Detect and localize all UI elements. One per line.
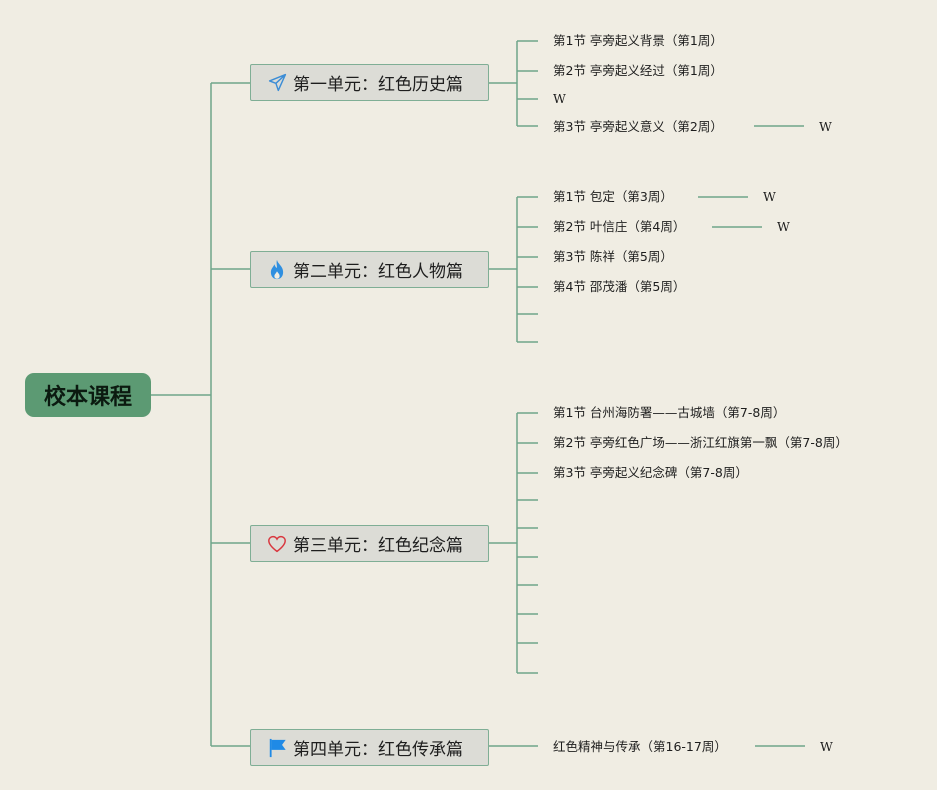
unit-node-1[interactable]: 第一单元：红色历史篇 [250,64,489,101]
section-tag[interactable]: W [763,189,776,204]
section-item[interactable]: 第2节 叶信庄（第4周） [553,219,686,234]
section-item[interactable]: 红色精神与传承（第16-17周） [553,739,727,754]
unit-label: 第二单元：红色人物篇 [293,262,463,282]
section-item[interactable]: 第1节 亭旁起义背景（第1周） [553,33,723,48]
section-item[interactable]: 第3节 亭旁起义意义（第2周） [553,119,723,134]
root-node[interactable]: 校本课程 [25,373,151,417]
section-item[interactable]: W [553,91,566,106]
unit-label: 第三单元：红色纪念篇 [293,536,463,556]
unit-label: 第一单元：红色历史篇 [293,75,463,95]
section-tag[interactable]: W [820,739,833,754]
section-item[interactable]: 第4节 邵茂潘（第5周） [553,279,686,294]
unit-node-4[interactable]: 第四单元：红色传承篇 [250,729,489,766]
unit-label: 第四单元：红色传承篇 [293,740,463,760]
section-item[interactable]: 第1节 包定（第3周） [553,189,673,204]
section-tag[interactable]: W [777,219,790,234]
unit-node-3[interactable]: 第三单元：红色纪念篇 [250,525,489,562]
flame-icon [267,259,287,280]
unit-node-2[interactable]: 第二单元：红色人物篇 [250,251,489,288]
section-item[interactable]: 第2节 亭旁红色广场——浙江红旗第一飘（第7-8周） [553,435,848,450]
section-tag[interactable]: W [819,119,832,134]
section-item[interactable]: 第1节 台州海防署——古城墙（第7-8周） [553,405,786,420]
flag-icon [267,738,287,758]
heart-icon [267,534,287,554]
section-item[interactable]: 第3节 亭旁起义纪念碑（第7-8周） [553,465,748,480]
section-item[interactable]: 第3节 陈祥（第5周） [553,249,673,264]
paper-plane-icon [267,73,287,93]
root-label: 校本课程 [43,385,132,410]
section-item[interactable]: 第2节 亭旁起义经过（第1周） [553,63,723,78]
